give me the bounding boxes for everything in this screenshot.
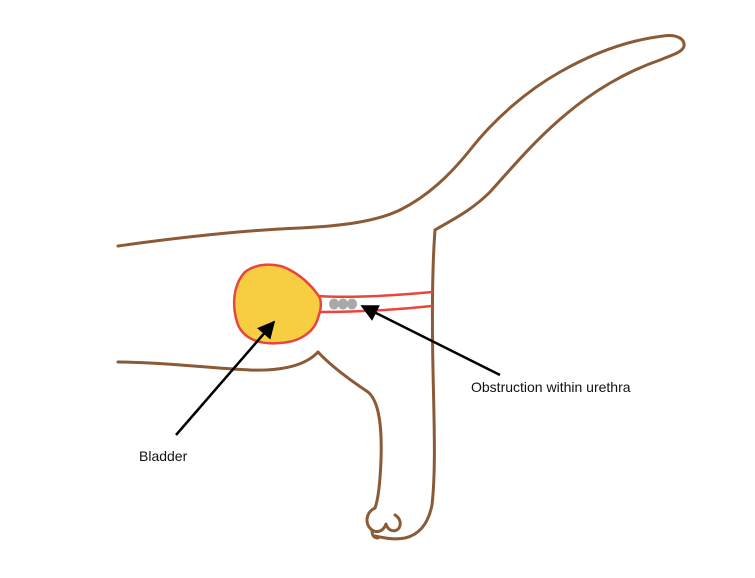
- rear-leg-back-outline: [373, 228, 437, 541]
- bladder-label: Bladder: [139, 448, 188, 464]
- obstruction-arrow: [360, 304, 501, 377]
- stone-2: [338, 298, 348, 310]
- stone-3: [347, 298, 357, 310]
- stone-1: [329, 298, 339, 310]
- back-and-tail-outline: [116, 34, 686, 248]
- stone-icon: [329, 298, 357, 310]
- belly-and-leg-front-outline: [116, 350, 383, 510]
- paw-outline: [365, 506, 402, 540]
- urethra-upper-wall: [316, 290, 434, 299]
- bladder-arrow: [175, 320, 276, 436]
- bladder-shape: [232, 263, 323, 345]
- obstruction-label: Obstruction within urethra: [471, 379, 631, 395]
